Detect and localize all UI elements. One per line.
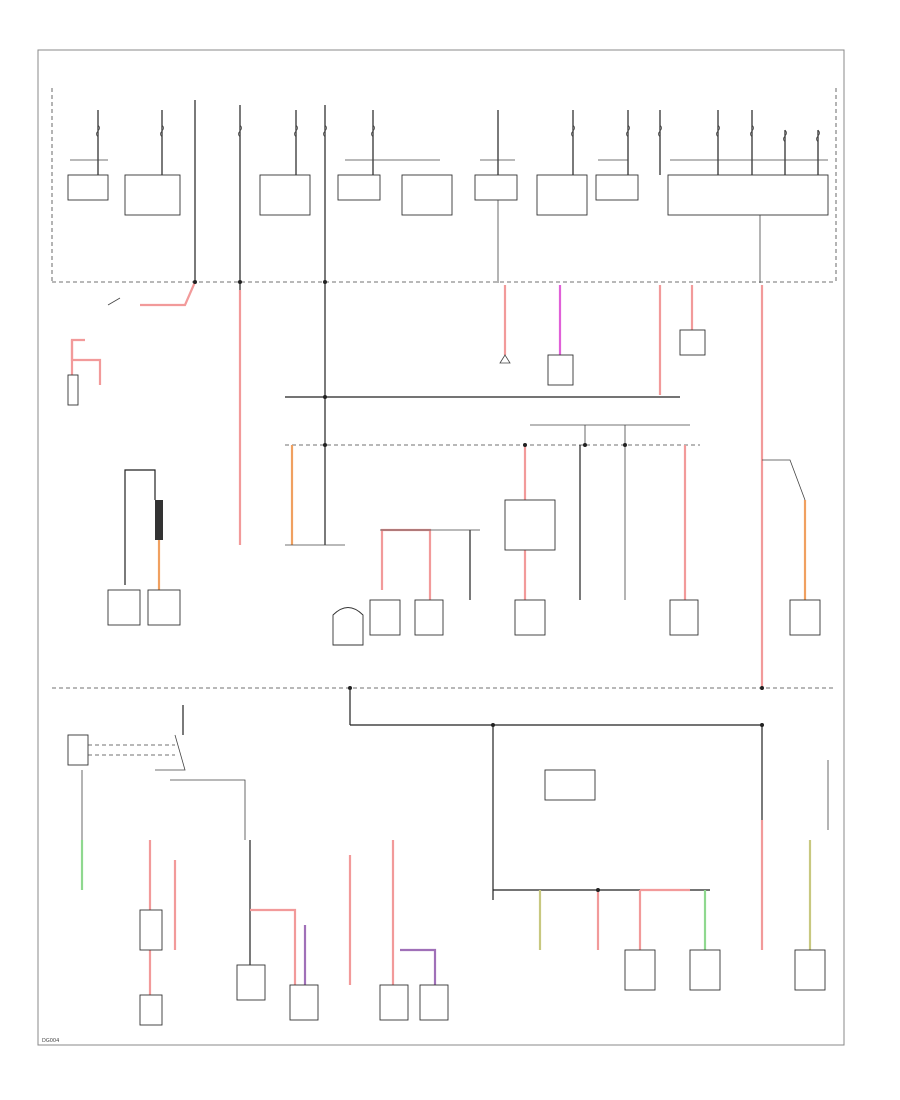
relay-box-8 [595,174,639,201]
relay-box-4 [337,174,381,201]
bus-bars [285,396,700,446]
lower-left-cluster [139,779,319,1026]
lower-right-cluster [493,769,826,991]
top-fuse-row [67,100,829,290]
relay-box-5 [401,174,453,216]
starter-box [107,589,141,626]
relay-box-2 [124,174,181,216]
mid-branch-circuits [285,445,821,646]
diagram-reference: DG004 [42,1038,59,1044]
fusible-link [155,500,163,540]
lower-center-cluster [348,840,449,1021]
battery-circuit [67,281,197,406]
ignition-switch [67,705,186,890]
relay-box-1 [67,174,109,201]
junction-dots [193,280,764,892]
relay-box-6 [474,174,518,201]
relay-box-7 [536,174,588,216]
relay-box-9 [667,174,829,216]
underhood-fuse-box-boundary [51,88,837,283]
diagram-border [37,49,845,1046]
relay-box-3 [259,174,311,216]
generator-box [147,589,181,626]
generator-starter [107,469,181,626]
battery-symbol [67,374,79,406]
lower-feeds [349,690,829,950]
main-feed-wires [238,285,764,690]
upper-components [499,329,706,386]
